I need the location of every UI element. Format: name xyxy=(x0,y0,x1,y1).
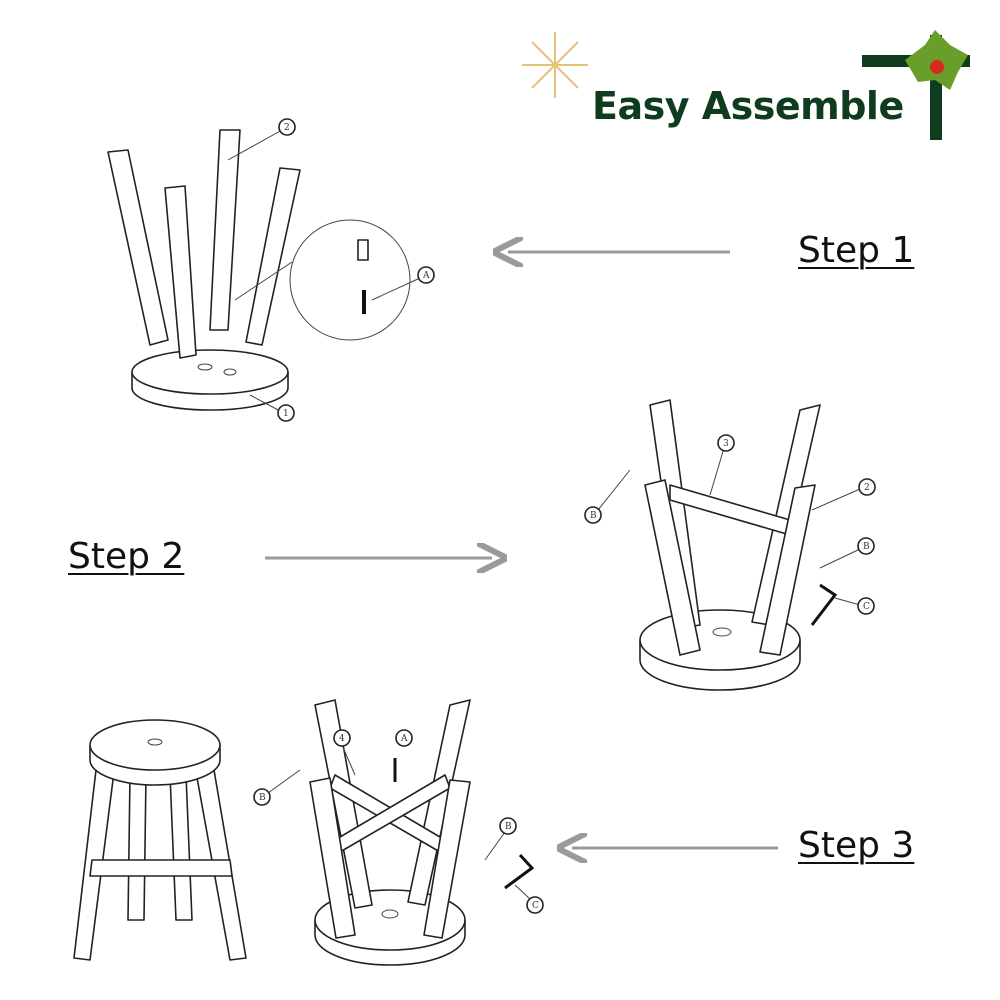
callout-label: 4 xyxy=(339,734,345,744)
step1-callouts: 2 A 1 xyxy=(227,118,435,422)
callout-label: A xyxy=(400,734,408,744)
callout-label: B xyxy=(863,542,870,552)
step1-label: Step 1 xyxy=(798,230,915,271)
step2-label: Step 2 xyxy=(68,536,185,577)
callout-label: 2 xyxy=(864,483,870,493)
step2-diagram xyxy=(639,399,821,691)
callout-label: B xyxy=(590,511,597,521)
callout-label: C xyxy=(532,901,539,911)
step3-diagram xyxy=(309,699,471,966)
callout-label: B xyxy=(259,793,266,803)
callout-label: 1 xyxy=(283,409,289,419)
callout-label: 3 xyxy=(723,439,729,449)
holly-cross-icon xyxy=(862,30,970,140)
callout-label: A xyxy=(422,271,430,281)
page-title: Easy Assemble xyxy=(592,84,904,128)
step3-label: Step 3 xyxy=(798,825,915,866)
callout-label: 2 xyxy=(284,123,290,133)
callout-label: C xyxy=(863,602,870,612)
callout-label: B xyxy=(505,822,512,832)
step3-callouts: 4 A B B C xyxy=(253,729,544,914)
assembled-stool xyxy=(73,719,247,961)
step2-callouts: 3 2 B B C xyxy=(584,434,876,626)
snowflake-icon xyxy=(522,32,588,98)
step1-diagram xyxy=(107,129,411,411)
